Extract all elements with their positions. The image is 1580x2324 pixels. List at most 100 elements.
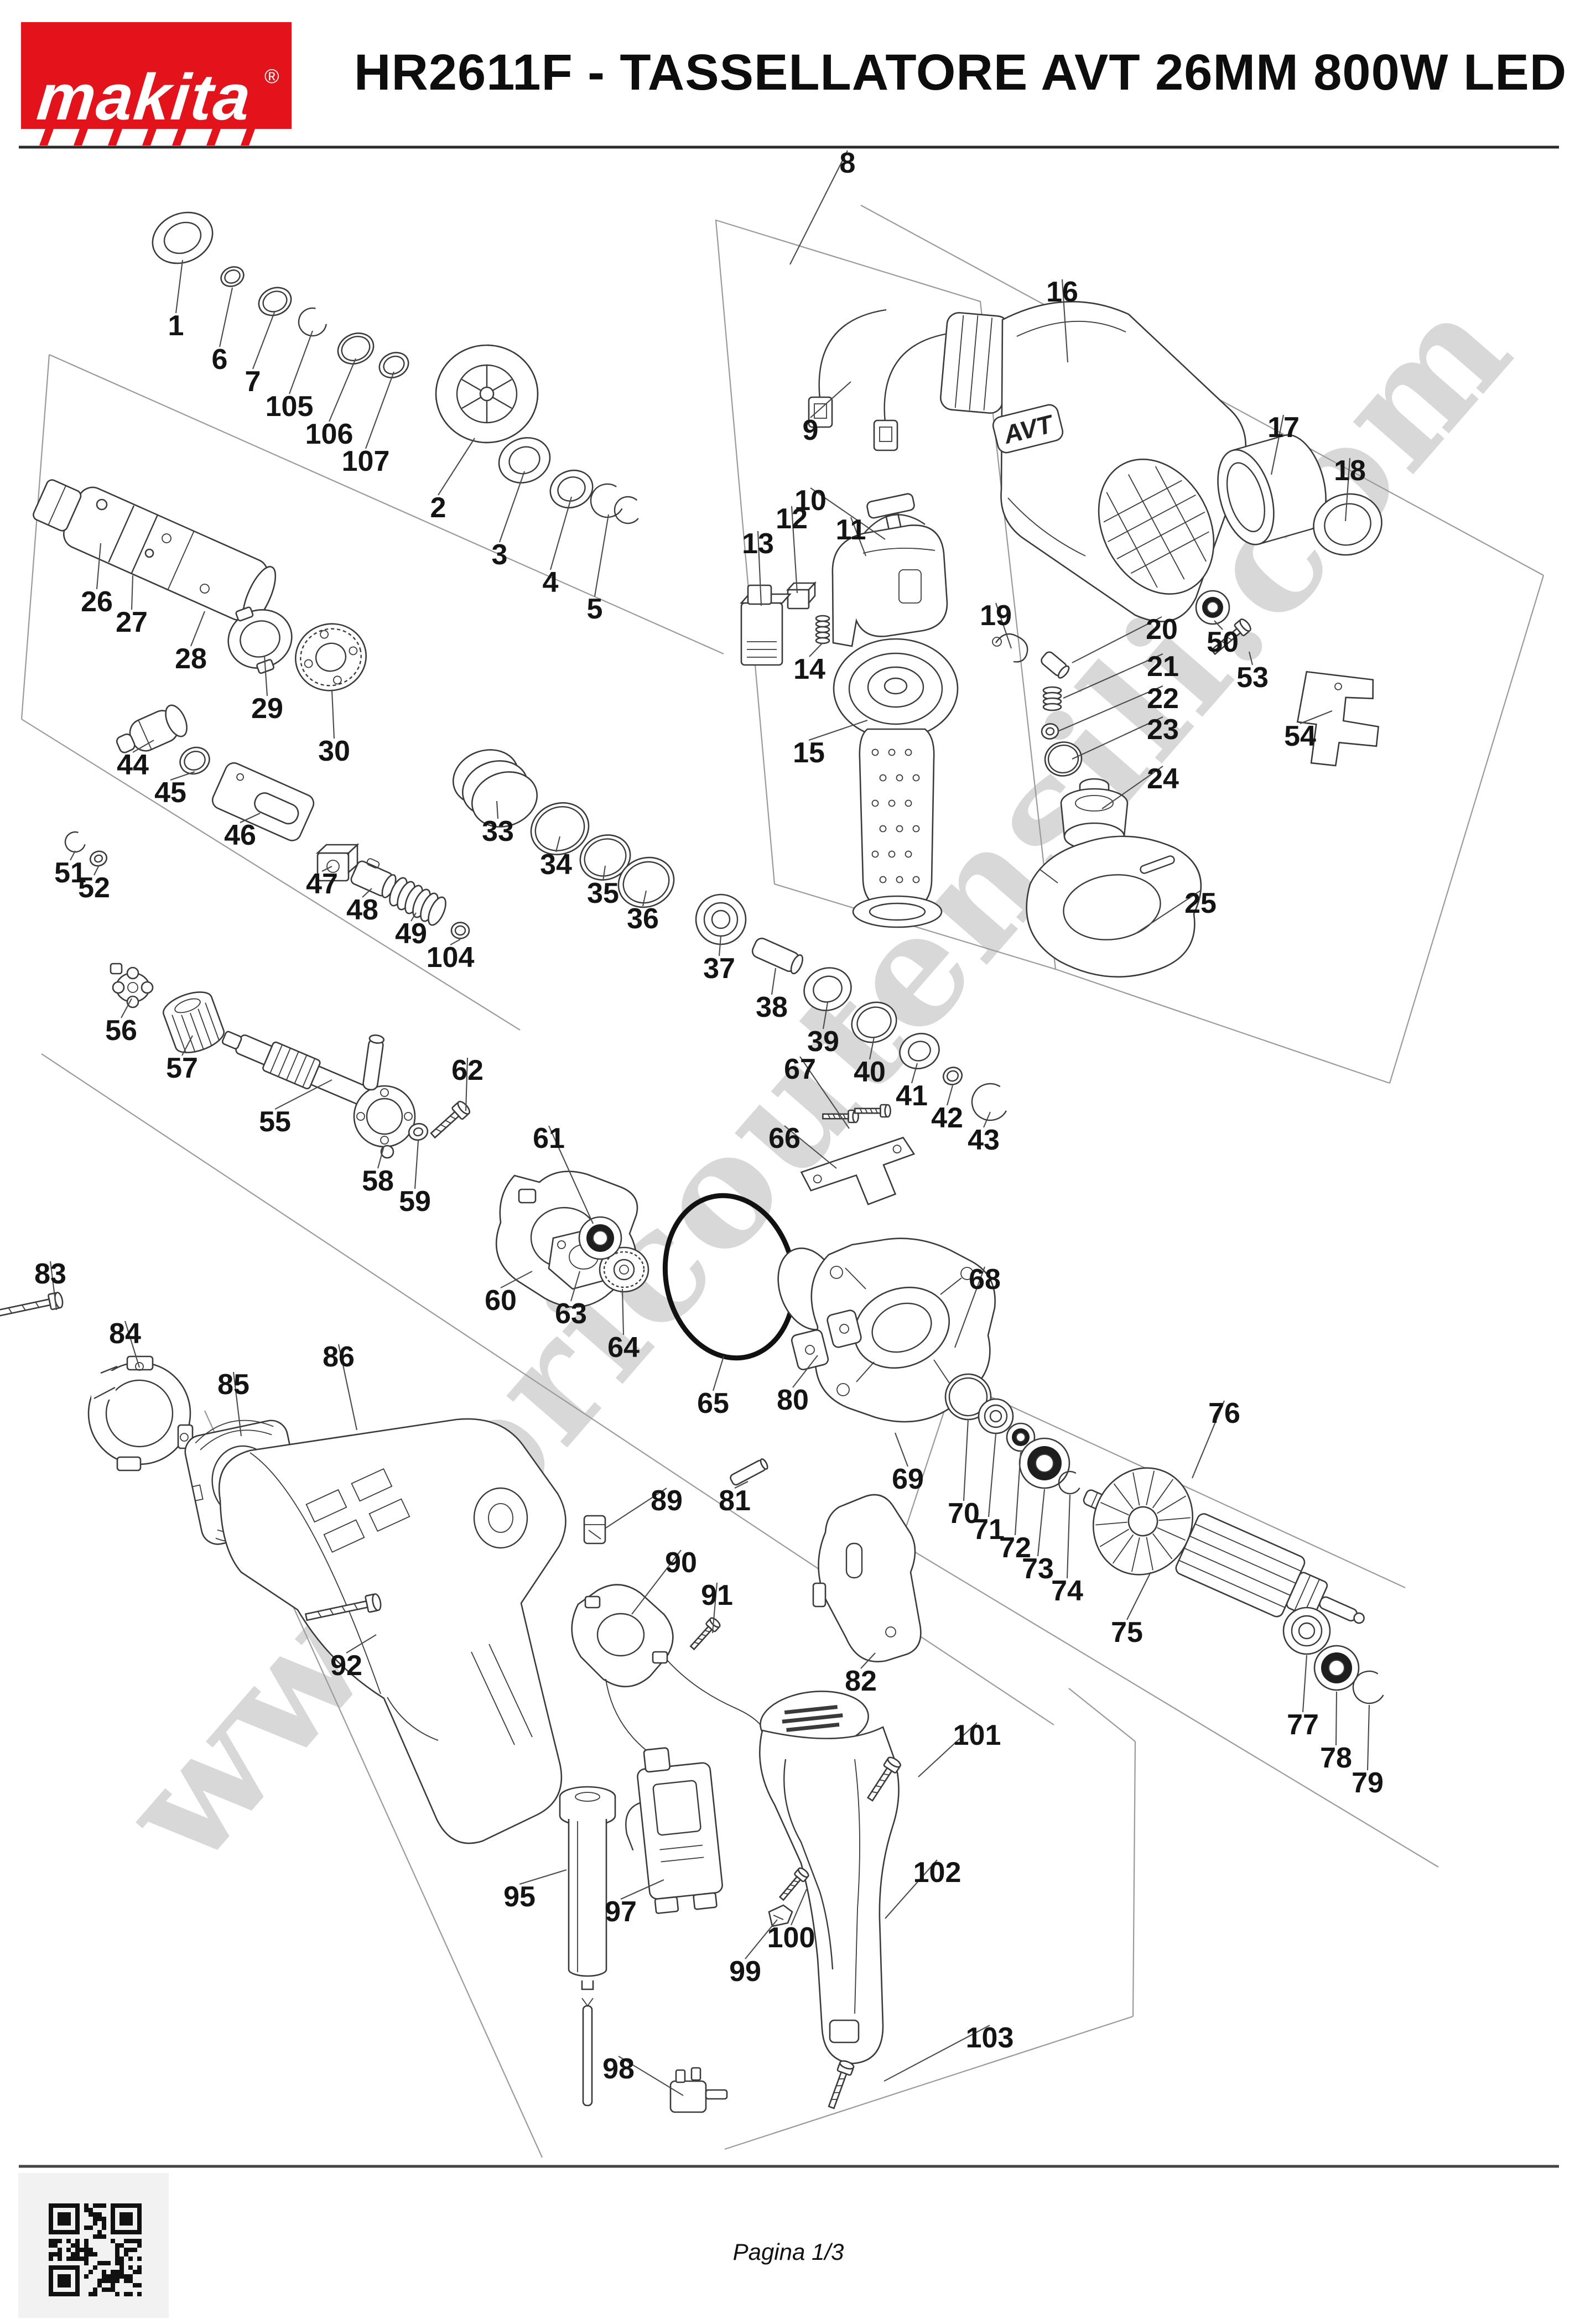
leader-line-67 — [799, 1056, 850, 1129]
leader-line-3 — [499, 471, 525, 543]
part-label-76: 76 — [1208, 1397, 1240, 1429]
leader-line-65 — [712, 1356, 725, 1391]
leader-line-78 — [1335, 1691, 1338, 1746]
leader-line-68 — [954, 1266, 985, 1348]
part-label-105: 105 — [266, 391, 314, 423]
leader-line-40 — [869, 1037, 875, 1060]
leader-line-91 — [711, 1582, 718, 1634]
part-label-86: 86 — [323, 1341, 355, 1373]
leader-line-86 — [337, 1344, 358, 1431]
leader-line-60 — [500, 1271, 533, 1288]
part-12-shape — [786, 581, 817, 610]
part-98-shape — [669, 2067, 728, 2113]
leader-line-61 — [548, 1125, 594, 1224]
leader-line-21 — [1063, 653, 1163, 699]
leader-line-75 — [1126, 1572, 1151, 1620]
leader-line-81 — [734, 1481, 749, 1489]
makita-logo-text: makita — [34, 61, 255, 134]
section-lines — [20, 205, 1545, 2158]
part-99-shape — [768, 1904, 793, 1927]
leader-line-7 — [252, 310, 276, 370]
part-label-56: 56 — [105, 1015, 137, 1047]
part-label-104: 104 — [427, 942, 475, 974]
part-label-83: 83 — [34, 1258, 66, 1290]
leader-line-45 — [170, 771, 195, 781]
part-89-shape — [583, 1515, 606, 1545]
part-label-34: 34 — [540, 849, 572, 881]
leader-line-69 — [895, 1432, 908, 1467]
part-label-91: 91 — [701, 1579, 733, 1611]
leader-line-73 — [1037, 1489, 1046, 1557]
part-label-12: 12 — [776, 503, 808, 535]
leader-line-29 — [263, 655, 268, 696]
part-56-shape — [110, 963, 154, 1008]
part-label-69: 69 — [892, 1463, 924, 1495]
leader-line-12 — [791, 506, 798, 594]
part-69-shape — [777, 1238, 996, 1423]
part-82-shape — [812, 1494, 922, 1662]
leader-line-84 — [124, 1320, 141, 1368]
leader-line-82 — [860, 1652, 876, 1669]
leader-line-35 — [602, 865, 606, 881]
part-102-shape — [759, 1690, 900, 2065]
leader-line-97 — [620, 1879, 664, 1900]
leader-line-15 — [808, 720, 868, 741]
leader-line-10 — [810, 487, 886, 540]
leader-line-30 — [331, 690, 335, 739]
leader-line-72 — [1014, 1452, 1022, 1536]
part-label-80: 80 — [777, 1384, 809, 1416]
leader-line-48 — [362, 888, 372, 898]
part-label-74: 74 — [1051, 1575, 1083, 1607]
part-label-89: 89 — [651, 1485, 683, 1517]
part-label-46: 46 — [224, 819, 256, 851]
part-label-11: 11 — [836, 514, 866, 546]
part-label-85: 85 — [217, 1369, 250, 1401]
part-label-14: 14 — [793, 653, 825, 685]
leader-line-98 — [618, 2056, 684, 2096]
part-54-shape — [1296, 670, 1379, 767]
part-label-52: 52 — [78, 872, 110, 904]
part-66-shape — [800, 1136, 916, 1205]
part-label-68: 68 — [969, 1264, 1001, 1296]
part-label-82: 82 — [845, 1665, 877, 1697]
part-label-49: 49 — [395, 918, 427, 950]
part-13-shape — [740, 584, 792, 666]
leader-line-80 — [792, 1355, 818, 1388]
part-label-36: 36 — [627, 903, 659, 935]
leader-line-4 — [549, 496, 573, 570]
registered-mark: ® — [264, 65, 279, 87]
leader-line-89 — [605, 1488, 667, 1528]
leader-line-100 — [791, 1889, 807, 1926]
leader-line-41 — [911, 1063, 918, 1084]
part-label-78: 78 — [1320, 1742, 1352, 1774]
part-label-2: 2 — [430, 492, 446, 524]
part-label-41: 41 — [896, 1080, 928, 1112]
part-58-shape — [353, 1034, 416, 1159]
leader-line-53 — [1248, 651, 1254, 666]
leader-line-76 — [1192, 1400, 1225, 1479]
leader-line-52 — [93, 866, 99, 876]
part-label-24: 24 — [1147, 763, 1179, 795]
part-label-1: 1 — [168, 310, 184, 342]
part-90-shape — [571, 1584, 766, 1750]
header: makita ® HR2611F - TASSELLATORE AVT 26MM… — [19, 22, 1566, 149]
leader-line-5 — [594, 514, 610, 597]
leader-line-14 — [809, 642, 823, 657]
qr-code — [49, 2203, 142, 2296]
part-label-7: 7 — [245, 366, 261, 398]
part-label-26: 26 — [81, 586, 113, 618]
leader-line-62 — [465, 1057, 469, 1111]
part-label-6: 6 — [212, 344, 228, 376]
part-15-shape — [833, 638, 959, 928]
part-label-95: 95 — [503, 1881, 536, 1913]
leader-line-27 — [131, 575, 134, 610]
part-label-58: 58 — [362, 1165, 394, 1197]
leader-line-6 — [219, 287, 233, 347]
leader-line-19 — [995, 602, 1012, 649]
leader-line-11 — [850, 517, 866, 557]
part-label-92: 92 — [330, 1650, 362, 1682]
part-label-16: 16 — [1046, 276, 1078, 308]
